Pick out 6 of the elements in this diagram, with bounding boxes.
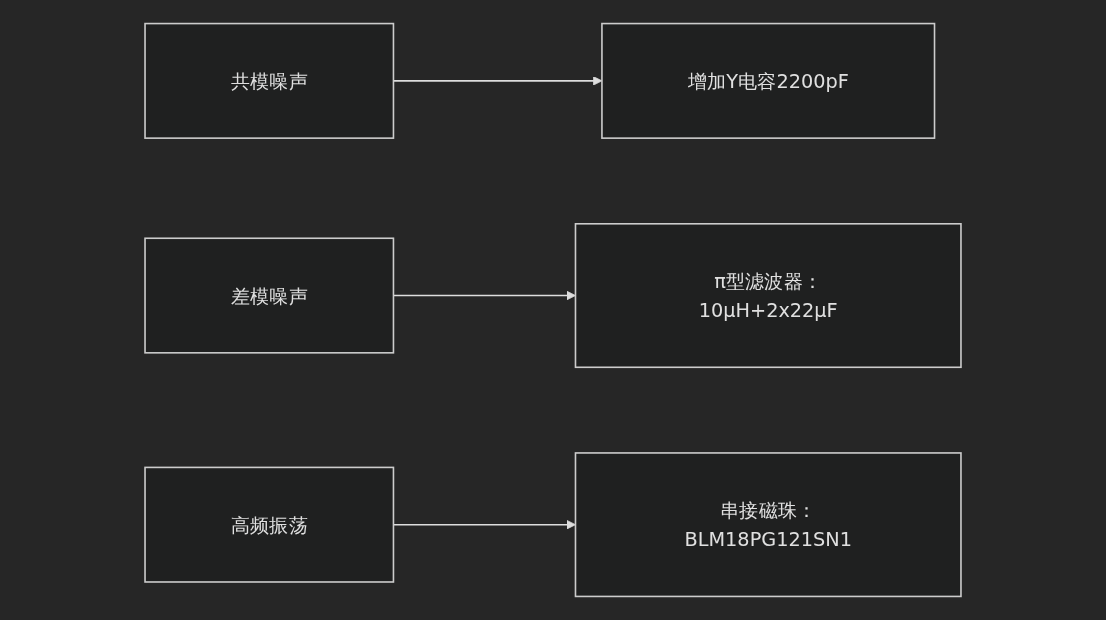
node-box: 高频振荡 — [144, 466, 395, 583]
node-box: 共模噪声 — [144, 22, 395, 139]
node-box: 串接磁珠：BLM18PG121SN1 — [574, 452, 962, 598]
node-box: 增加Y电容2200pF — [601, 22, 936, 139]
node-box: 差模噪声 — [144, 237, 395, 354]
node-box: π型滤波器：10μH+2x22μF — [574, 223, 962, 369]
